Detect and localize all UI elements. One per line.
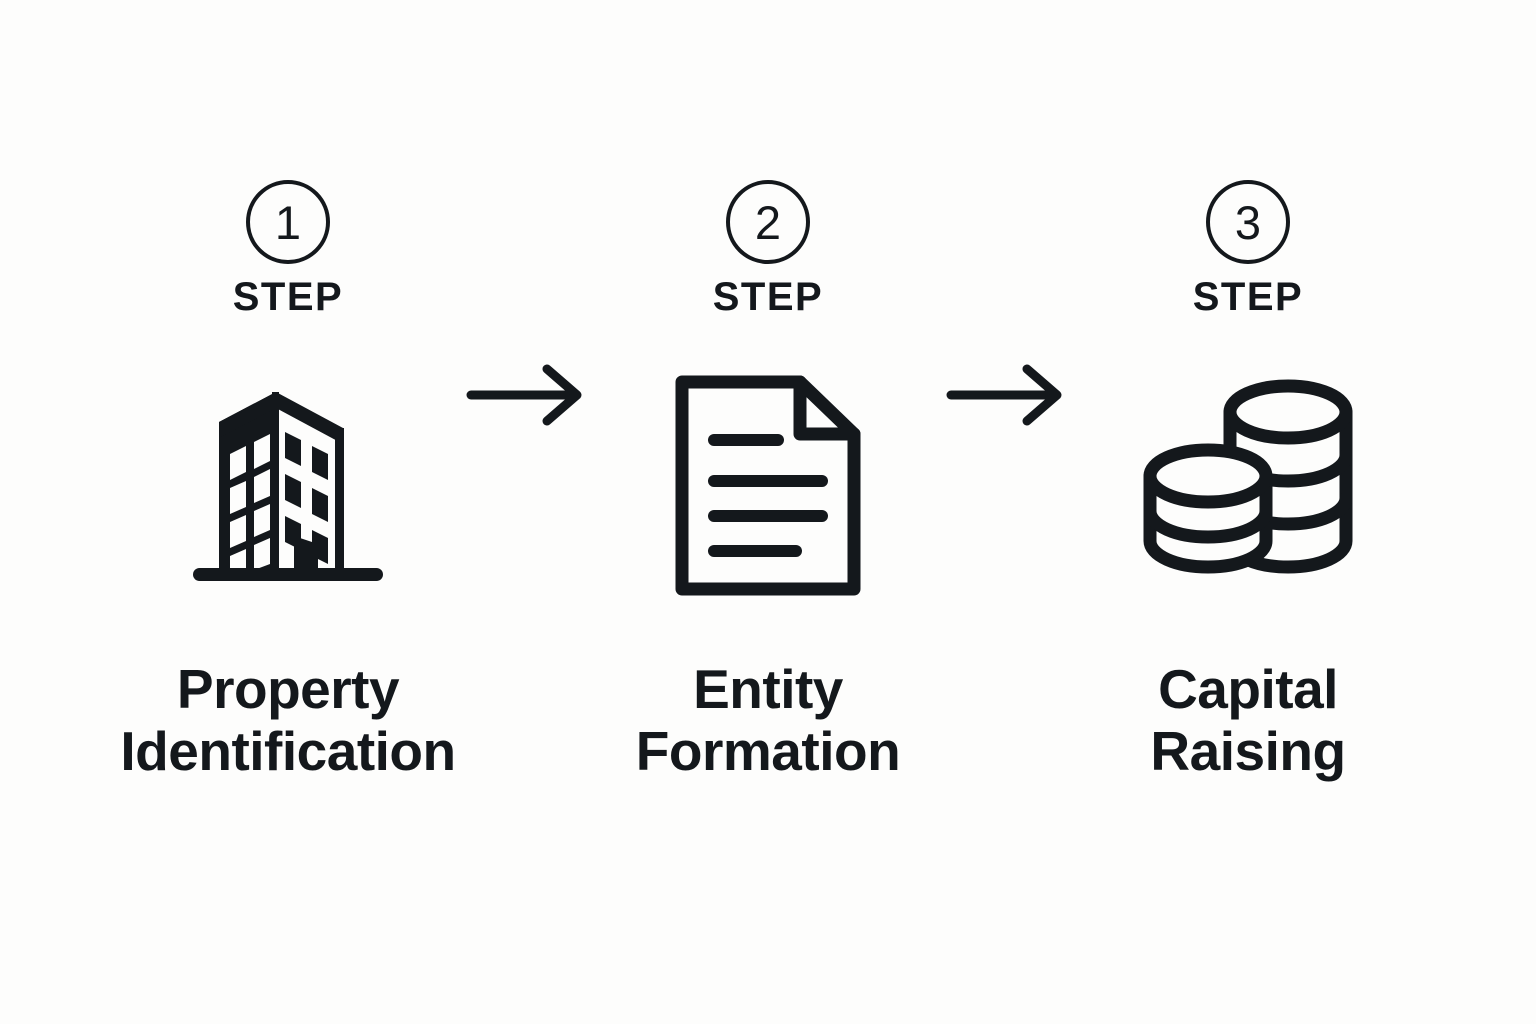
coin-stack-icon bbox=[1143, 379, 1353, 573]
arrow-right-icon bbox=[946, 364, 1062, 426]
step-2-number-circle: 2 bbox=[725, 180, 810, 264]
step-3: 3 STEP bbox=[1083, 180, 1413, 782]
step-2-number: 2 bbox=[754, 195, 782, 249]
step-3-number: 3 bbox=[1234, 195, 1262, 249]
step-1-step-word: STEP bbox=[232, 275, 344, 319]
connector-2 bbox=[933, 180, 1083, 610]
step-1-badge: 1 STEP bbox=[233, 180, 343, 360]
step-2-label: Entity Formation bbox=[635, 658, 901, 783]
step-1-number: 1 bbox=[274, 195, 302, 249]
step-1: 1 STEP bbox=[120, 180, 456, 783]
step-3-step-word: STEP bbox=[1192, 275, 1304, 319]
document-icon bbox=[675, 375, 861, 595]
step-3-label: Capital Raising bbox=[1150, 658, 1346, 783]
step-1-label: Property Identification bbox=[120, 658, 456, 783]
step-3-number-circle: 3 bbox=[1205, 180, 1290, 264]
step-1-number-circle: 1 bbox=[245, 180, 330, 264]
step-2-badge: 2 STEP bbox=[713, 180, 823, 360]
arrow-right-icon bbox=[466, 364, 582, 426]
step-3-icon-box bbox=[1133, 360, 1363, 610]
process-flow: 1 STEP bbox=[0, 180, 1536, 800]
connector-1 bbox=[453, 180, 603, 610]
office-building-icon bbox=[193, 392, 383, 581]
step-2-icon-box bbox=[668, 360, 868, 610]
step-2: 2 STEP Entity Formation bbox=[603, 180, 933, 782]
step-3-badge: 3 STEP bbox=[1193, 180, 1303, 360]
step-1-icon-box bbox=[173, 360, 403, 610]
step-2-step-word: STEP bbox=[712, 275, 824, 319]
